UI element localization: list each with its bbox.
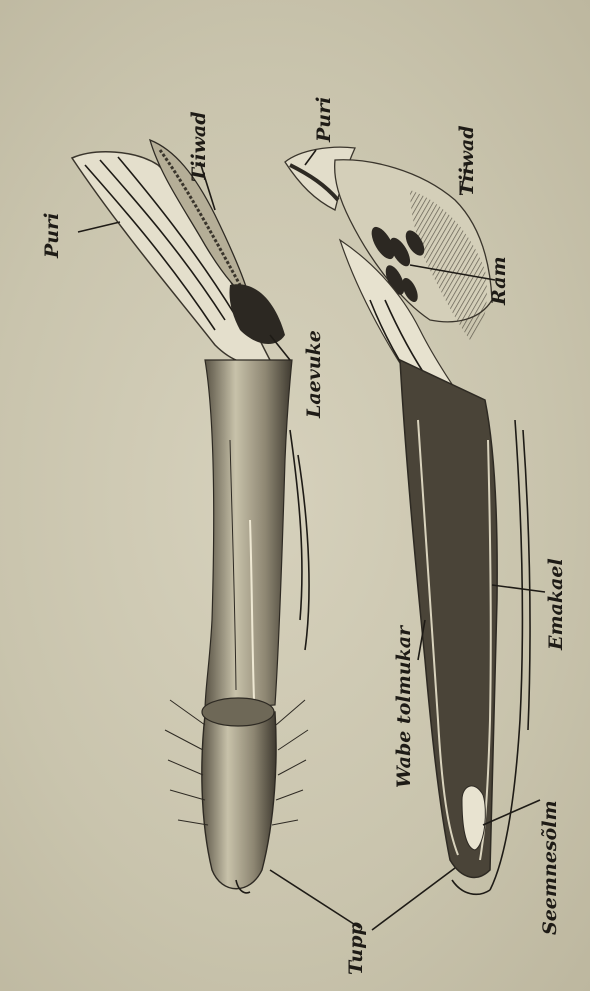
label-top-banner: Tiiwad — [188, 111, 210, 182]
whole-flower-tube — [205, 360, 292, 710]
label-top-keel: Laevuke — [303, 330, 325, 419]
label-bottom-banner: Tiiwad — [456, 125, 478, 196]
label-anther: Ram — [488, 256, 510, 306]
label-ovule: Seemnesõlm — [539, 800, 561, 935]
label-stamen-tube: Wabe tolmukar — [393, 624, 415, 788]
label-calyx: Tupp — [345, 922, 367, 975]
whole-flower — [72, 140, 309, 893]
label-bottom-petal: Puri — [313, 97, 335, 143]
label-pistil: Emakael — [545, 558, 567, 651]
label-top-petal: Puri — [41, 213, 63, 259]
whole-flower-calyx — [202, 712, 276, 889]
